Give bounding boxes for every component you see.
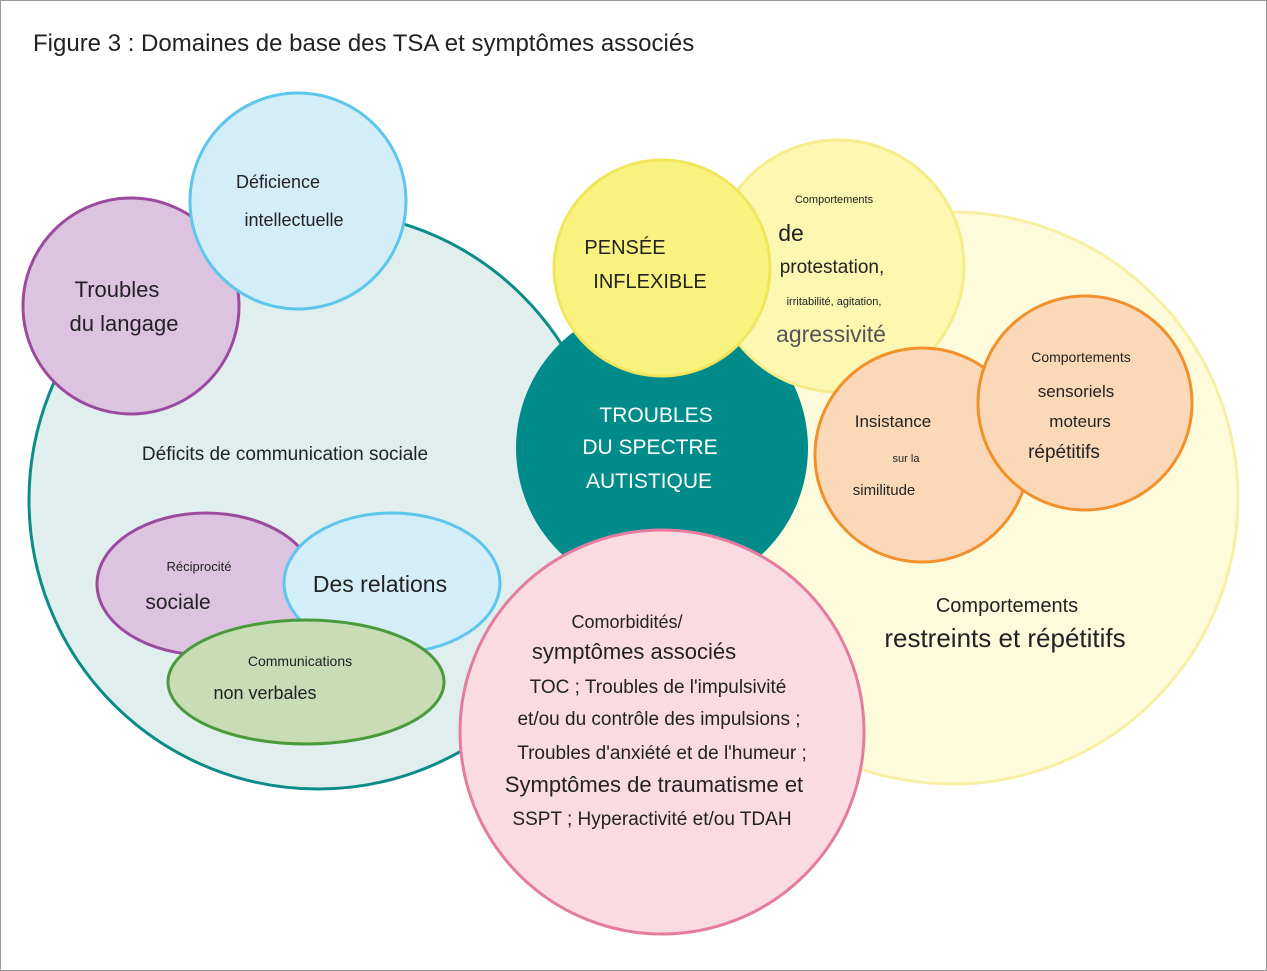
- comorbidities-label-7: SSPT ; Hyperactivité et/ou TDAH: [512, 809, 791, 830]
- protest-behaviours-label-2: de: [778, 220, 804, 246]
- sensory-motor-node: Comportements sensoriels moteurs répétit…: [976, 294, 1194, 512]
- autism-spectrum-circle: [516, 302, 808, 594]
- comorbidities-label-5: Troubles d'anxiété et de l'humeur ;: [517, 743, 807, 764]
- sensory-motor-label-1: Comportements: [1031, 349, 1131, 365]
- intellectual-disability-label-2: intellectuelle: [244, 210, 343, 230]
- intellectual-disability-circle: [188, 91, 408, 311]
- autism-spectrum-center: TROUBLES DU SPECTRE AUTISTIQUE: [516, 302, 808, 594]
- comorbidities-node: Comorbidités/ symptômes associés TOC ; T…: [458, 528, 866, 936]
- language-disorders-circle: [21, 196, 241, 416]
- social-domain-label: Déficits de communication sociale: [142, 444, 428, 465]
- protest-behaviours-label-5: agressivité: [776, 321, 886, 347]
- protest-behaviours-label-3: protestation,: [780, 257, 885, 278]
- relationships-label: Des relations: [313, 571, 447, 597]
- relationships-node: Des relations: [282, 511, 502, 655]
- insistence-sameness-label-2: sur la: [893, 453, 921, 465]
- inflexible-thinking-circle: [552, 158, 772, 378]
- autism-spectrum-label-1: TROUBLES: [599, 404, 712, 427]
- intellectual-disability-label-1: Déficience: [236, 172, 320, 192]
- autism-spectrum-label-3: AUTISTIQUE: [586, 470, 712, 493]
- protest-behaviours-label-1: Comportements: [795, 194, 874, 206]
- nonverbal-communication-label-1: Communications: [248, 653, 352, 669]
- insistence-sameness-label-3: similitude: [853, 482, 916, 499]
- language-disorders-node: Troubles du langage: [21, 196, 241, 416]
- sensory-motor-circle: [976, 294, 1194, 512]
- nonverbal-communication-label-2: non verbales: [213, 683, 316, 703]
- inflexible-thinking-label-2: INFLEXIBLE: [593, 271, 706, 293]
- autism-spectrum-label-2: DU SPECTRE: [582, 436, 717, 459]
- social-reciprocity-label-2: sociale: [145, 591, 210, 614]
- nonverbal-communication-ellipse: [166, 618, 446, 746]
- inflexible-thinking-label-1: PENSÉE: [584, 236, 665, 259]
- protest-behaviours-label-4: irritabilité, agitation,: [787, 296, 882, 308]
- comorbidities-label-6: Symptômes de traumatisme et: [505, 772, 803, 797]
- insistence-sameness-node: Insistance sur la similitude: [813, 346, 1031, 564]
- comorbidities-label-4: et/ou du contrôle des impulsions ;: [517, 709, 800, 730]
- insistence-sameness-label-1: Insistance: [855, 412, 932, 431]
- language-disorders-label-2: du langage: [70, 311, 179, 336]
- comorbidities-label-2: symptômes associés: [532, 639, 736, 664]
- comorbidities-circle: [458, 528, 866, 936]
- intellectual-disability-node: Déficience intellectuelle: [188, 91, 408, 311]
- sensory-motor-label-2: sensoriels: [1038, 382, 1115, 401]
- figure-title: Figure 3 : Domaines de base des TSA et s…: [33, 30, 695, 57]
- sensory-motor-label-3: moteurs: [1049, 412, 1110, 431]
- language-disorders-label-1: Troubles: [75, 277, 160, 302]
- sensory-motor-label-4: répétitifs: [1028, 442, 1100, 463]
- comorbidities-label-3: TOC ; Troubles de l'impulsivité: [530, 677, 787, 698]
- social-reciprocity-label-1: Réciprocité: [166, 559, 231, 574]
- comorbidities-label-1: Comorbidités/: [571, 612, 682, 632]
- inflexible-thinking-node: PENSÉE INFLEXIBLE: [552, 158, 772, 378]
- restricted-domain-label-1: Comportements: [936, 595, 1078, 617]
- social-reciprocity-node: Réciprocité sociale: [95, 511, 317, 657]
- restricted-domain-label-2: restreints et répétitifs: [884, 623, 1125, 653]
- nonverbal-communication-node: Communications non verbales: [166, 618, 446, 746]
